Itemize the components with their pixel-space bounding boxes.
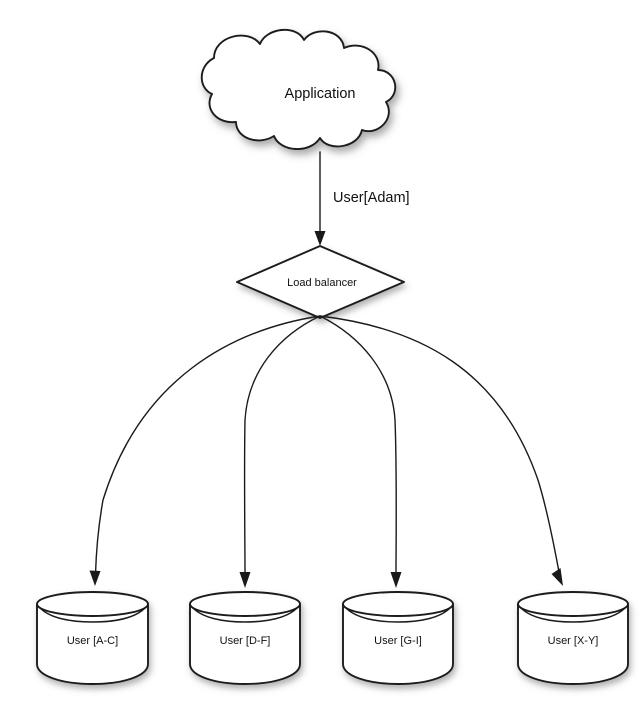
- store-label: User [A-C]: [67, 635, 118, 647]
- node-store-2[interactable]: User [G-I]: [342, 591, 454, 685]
- edge-curve: [94, 315, 321, 575]
- database-icon: [517, 591, 629, 685]
- edge-application-to-load-balancer: User[Adam]: [314, 151, 410, 246]
- edge-load-balancer-to-store-3: [319, 315, 563, 586]
- edge-label-user-adam: User[Adam]: [333, 190, 410, 206]
- diamond-icon: [236, 245, 405, 319]
- cloud-icon: [200, 28, 397, 150]
- edge-curve: [243, 315, 321, 573]
- edge-curve: [319, 315, 397, 573]
- application-label: Application: [285, 86, 356, 102]
- load-balancer-label: Load balancer: [287, 277, 357, 289]
- edge-curve: [319, 315, 560, 573]
- arrow-head-icon: [239, 572, 251, 588]
- edge-load-balancer-to-store-0: [89, 315, 321, 586]
- arrow-head-icon: [390, 572, 402, 588]
- store-label: User [G-I]: [374, 635, 422, 647]
- node-load-balancer[interactable]: Load balancer: [236, 245, 405, 319]
- database-icon: [36, 591, 149, 685]
- node-store-3[interactable]: User [X-Y]: [517, 591, 629, 685]
- edge-load-balancer-to-store-1: [239, 315, 321, 588]
- arrow-head-icon: [551, 568, 563, 586]
- node-application[interactable]: Application: [200, 28, 397, 150]
- store-label: User [X-Y]: [548, 635, 599, 647]
- arrow-head-icon: [89, 570, 101, 586]
- database-icon: [189, 591, 301, 685]
- store-label: User [D-F]: [220, 635, 271, 647]
- node-store-0[interactable]: User [A-C]: [36, 591, 149, 685]
- database-icon: [342, 591, 454, 685]
- edge-load-balancer-to-store-2: [319, 315, 402, 588]
- arrow-head-icon: [314, 231, 326, 246]
- node-store-1[interactable]: User [D-F]: [189, 591, 301, 685]
